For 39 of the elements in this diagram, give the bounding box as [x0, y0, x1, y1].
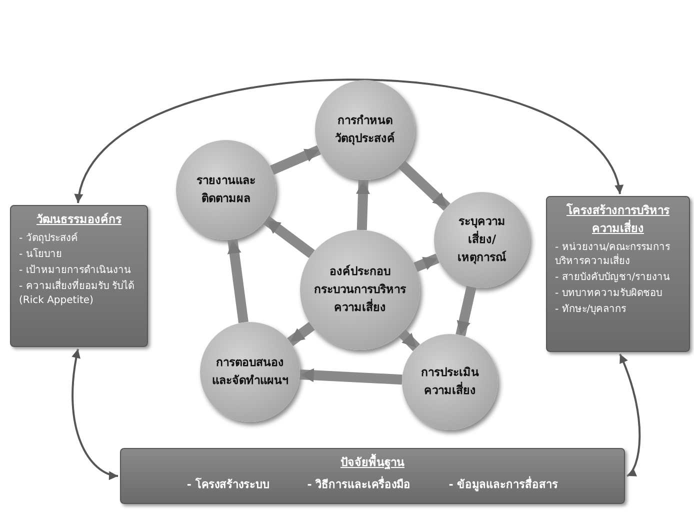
- list-item: - โครงสร้างระบบ: [186, 477, 270, 492]
- block-arrow: [456, 286, 476, 336]
- block-arrow: [398, 160, 450, 211]
- panel-heading: วัฒนธรรมองค์กร: [36, 211, 123, 228]
- list-item: - เป้าหมายการดำเนินงาน: [19, 264, 132, 278]
- process-circle: [315, 80, 415, 180]
- process-circle: [402, 334, 498, 430]
- block-arrow: [398, 329, 420, 352]
- panel-heading: ปัจจัยพื้นฐาน: [340, 453, 406, 471]
- block-arrow: [287, 322, 315, 346]
- step-label: องค์ประกอบกระบวนการบริหารความเสี่ยง: [313, 263, 407, 316]
- side-panel: [10, 205, 148, 347]
- list-item: - ทักษะ/บุคลากร: [555, 303, 628, 317]
- list-item: - สายบังคับบัญชา/รายงาน: [555, 271, 672, 285]
- list-item: - หน่วยงาน/คณะกรรมการบริหารความเสี่ยง: [555, 241, 672, 269]
- block-arrow: [270, 145, 322, 175]
- process-circle: [434, 192, 530, 288]
- list-item: - นโยบาย: [19, 248, 63, 262]
- panel-heading: โครงสร้างการบริหารความเสี่ยง: [565, 202, 671, 237]
- base-panel: [120, 448, 625, 504]
- step-label: การตอบสนองและจัดทำแผนฯ: [211, 354, 289, 389]
- list-item: - ความเสี่ยงที่ยอมรับ รับได้ (Rick Appetite): [19, 280, 139, 308]
- step-label: ระบุความเสี่ยง/เหตุการณ์: [456, 213, 508, 266]
- process-circle: [300, 230, 420, 350]
- curved-arrow: [619, 354, 641, 477]
- curved-arrow: [76, 78, 621, 204]
- list-item: - บทบาทความรับผิดชอบ: [555, 287, 663, 301]
- block-arrow: [414, 254, 440, 272]
- block-arrow: [356, 180, 370, 230]
- step-label: การประเมินความเสี่ยง: [420, 364, 480, 399]
- list-item: - วิธีการและเครื่องมือ: [307, 477, 411, 492]
- block-arrow: [300, 368, 402, 385]
- list-item: - วัตถุประสงค์: [19, 232, 79, 246]
- list-item: - ข้อมูลและการสื่อสาร: [448, 477, 558, 492]
- side-panel: [546, 196, 690, 352]
- block-arrow: [227, 238, 248, 324]
- curved-arrow: [72, 348, 118, 479]
- step-label: รายงานและติดตามผล: [196, 172, 256, 207]
- step-label: การกำหนดวัตถุประสงค์: [334, 112, 396, 148]
